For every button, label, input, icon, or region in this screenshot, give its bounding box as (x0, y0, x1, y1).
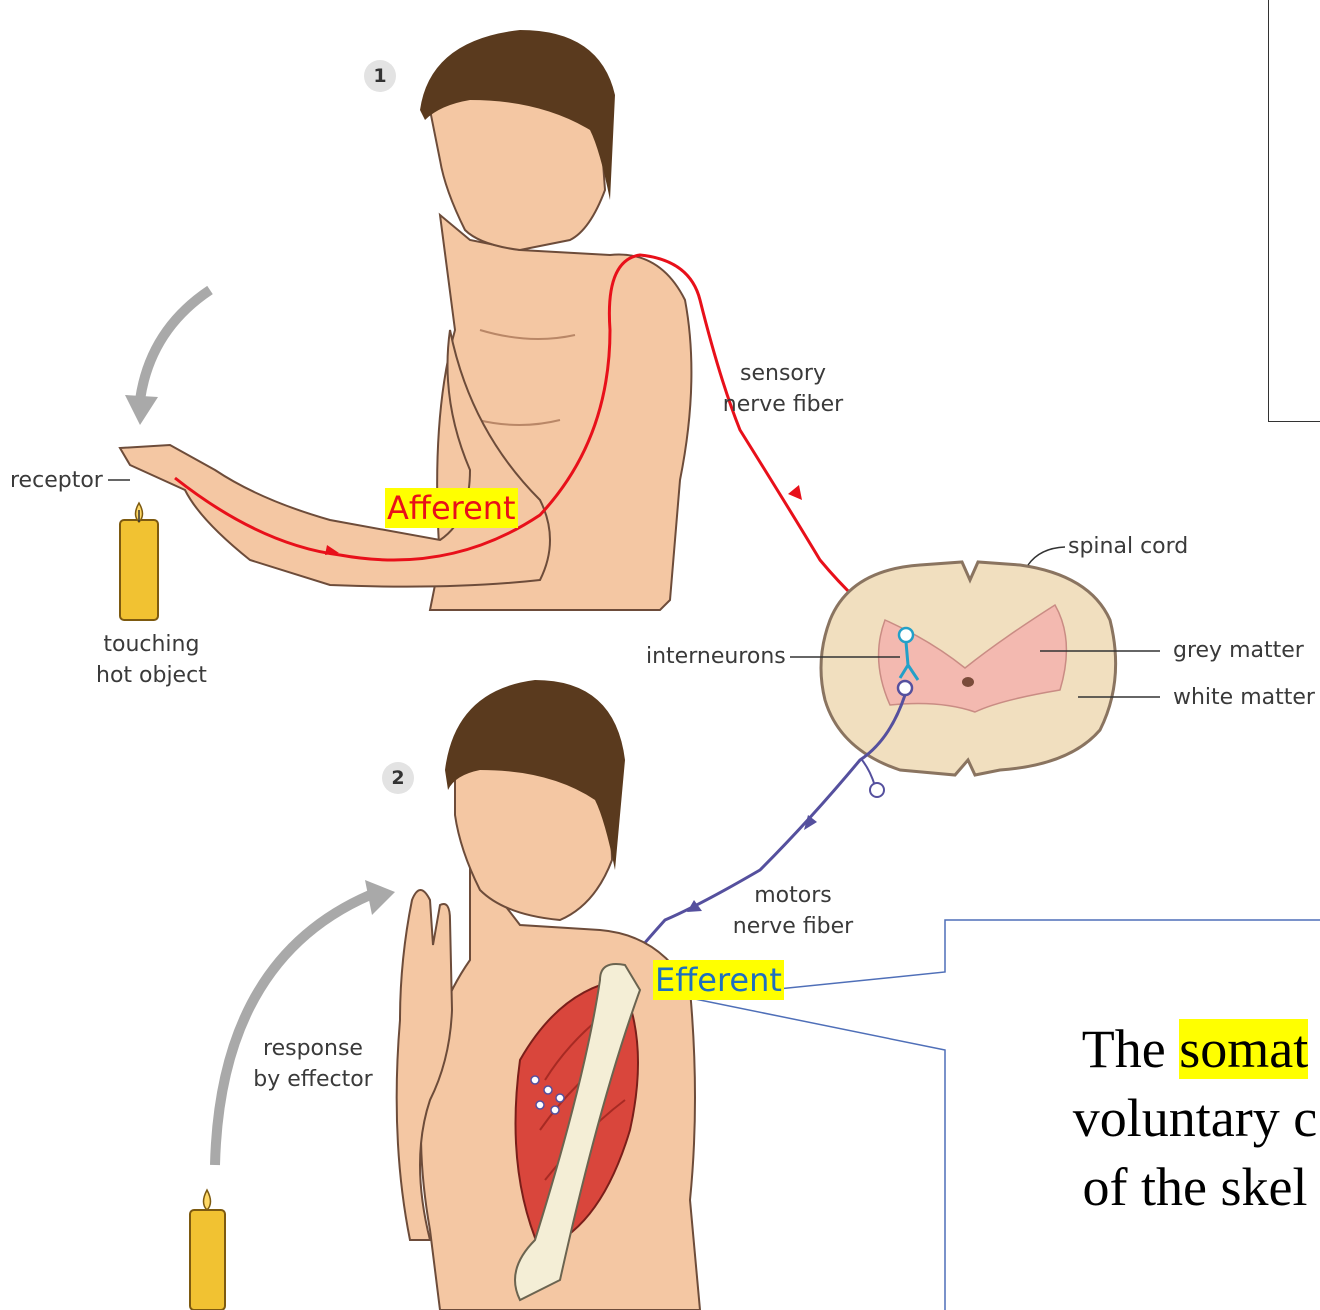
label-sensory-nerve-fiber: sensory nerve fiber (718, 358, 848, 420)
callout-line-3: of the skel (985, 1153, 1320, 1222)
label-interneurons: interneurons (646, 641, 786, 672)
spinal-cord-cross-section (821, 562, 1116, 775)
label-motors-line2: nerve fiber (728, 911, 858, 942)
label-response-line2: by effector (248, 1064, 378, 1095)
callout-line1-prefix: The (1082, 1019, 1179, 1079)
candle-bottom (190, 1190, 225, 1310)
label-sensory-line2: nerve fiber (718, 389, 848, 420)
label-spinal-cord: spinal cord (1068, 531, 1188, 562)
figure-1-head (420, 30, 615, 250)
motor-branch-end (870, 783, 884, 797)
label-touching-line1: touching (96, 629, 207, 660)
label-grey-matter: grey matter (1173, 635, 1304, 666)
label-touching-hot-object: touching hot object (96, 629, 207, 691)
label-touching-line2: hot object (96, 660, 207, 691)
label-motors-line1: motors (728, 880, 858, 911)
candle-top (120, 503, 158, 620)
motion-arrow-head (365, 880, 395, 915)
motor-branch (862, 760, 875, 786)
sensory-arrow (788, 485, 802, 500)
label-motors-nerve-fiber: motors nerve fiber (728, 880, 858, 942)
motion-arrow-down (140, 290, 210, 400)
callout-highlight-somatic: somat (1179, 1019, 1308, 1079)
label-receptor: receptor (10, 465, 103, 496)
step-number-1: 1 (364, 60, 396, 92)
step-number-2: 2 (382, 762, 414, 794)
label-sensory-line1: sensory (718, 358, 848, 389)
callout-text: The somat voluntary c of the skel (985, 1015, 1320, 1222)
motion-arrow-up (215, 895, 370, 1165)
highlight-afferent: Afferent (385, 488, 518, 528)
label-response-line1: response (248, 1033, 378, 1064)
label-white-matter: white matter (1173, 682, 1315, 713)
text-box-top-right (1268, 0, 1320, 422)
label-response-by-effector: response by effector (248, 1033, 378, 1095)
leader-spinal-cord (1028, 547, 1065, 565)
highlight-efferent: Efferent (653, 960, 784, 1000)
callout-line-2: voluntary c (985, 1084, 1320, 1153)
motion-arrow-head (125, 395, 158, 425)
callout-line-1: The somat (985, 1015, 1320, 1084)
